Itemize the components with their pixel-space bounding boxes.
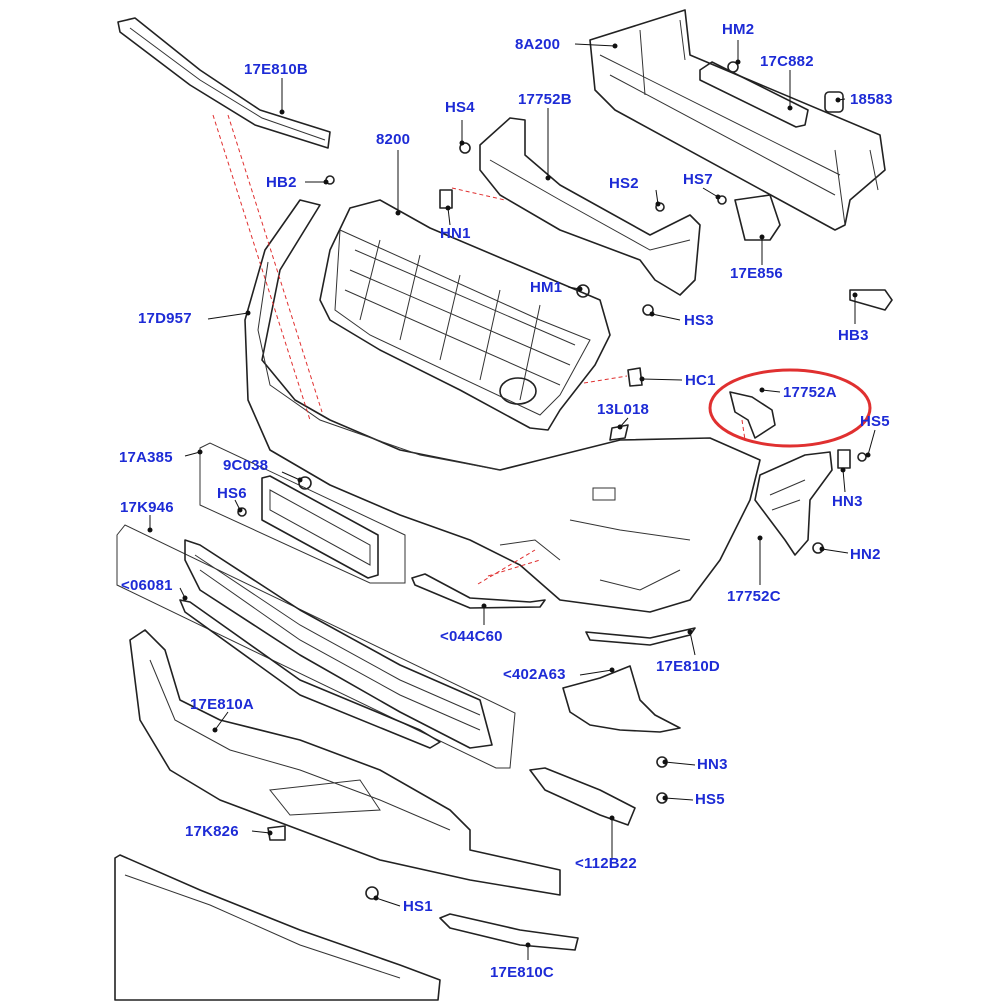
label-HS6[interactable]: HS6 [217, 485, 247, 502]
label-HM1[interactable]: HM1 [530, 279, 563, 296]
label-044C60[interactable]: <044C60 [440, 628, 503, 645]
fog-trim-044C60[interactable] [411, 573, 546, 609]
label-17D957[interactable]: 17D957 [138, 310, 192, 327]
side-panel-402A63[interactable] [562, 665, 681, 733]
label-HN2[interactable]: HN2 [850, 546, 881, 563]
bracket-17752B[interactable] [479, 117, 701, 296]
label-HB3[interactable]: HB3 [838, 327, 869, 344]
label-HN1[interactable]: HN1 [440, 225, 471, 242]
label-HS2[interactable]: HS2 [609, 175, 639, 192]
bumper-cover-17D957[interactable] [244, 199, 761, 613]
bracket-17752C[interactable] [754, 451, 833, 556]
leader-lines [147, 40, 876, 960]
label-17A385[interactable]: 17A385 [119, 449, 173, 466]
label-HS5-upper[interactable]: HS5 [860, 413, 890, 430]
alignment-lines [212, 114, 746, 585]
plate-bracket-17A385[interactable] [199, 442, 406, 584]
label-HM2[interactable]: HM2 [722, 21, 755, 38]
label-HS7[interactable]: HS7 [683, 171, 713, 188]
highlight-ellipse [708, 368, 872, 448]
label-17E810A[interactable]: 17E810A [190, 696, 254, 713]
trim-112B22[interactable] [529, 767, 636, 826]
label-17E856[interactable]: 17E856 [730, 265, 783, 282]
bracket-17752A[interactable] [708, 368, 872, 448]
label-HB2[interactable]: HB2 [266, 174, 297, 191]
grille-8200[interactable] [319, 199, 611, 431]
label-HN3-lower[interactable]: HN3 [697, 756, 728, 773]
bottom-skid-plate[interactable] [114, 854, 441, 1001]
label-17E810B[interactable]: 17E810B [244, 61, 308, 78]
label-17752A[interactable]: 17752A [783, 384, 837, 401]
trim-strip-17E810C[interactable] [439, 913, 579, 951]
undertray-17E810A[interactable] [129, 629, 561, 896]
label-HS1[interactable]: HS1 [403, 898, 433, 915]
label-17K946[interactable]: 17K946 [120, 499, 174, 516]
label-17752C[interactable]: 17752C [727, 588, 781, 605]
label-8A200[interactable]: 8A200 [515, 36, 561, 53]
label-HS3[interactable]: HS3 [684, 312, 714, 329]
label-HS5-lower[interactable]: HS5 [695, 791, 725, 808]
label-17E810D[interactable]: 17E810D [656, 658, 720, 675]
label-402A63[interactable]: <402A63 [503, 666, 566, 683]
label-8200[interactable]: 8200 [376, 131, 411, 148]
label-9C038[interactable]: 9C038 [223, 457, 269, 474]
fasteners [237, 61, 893, 900]
label-17K826[interactable]: 17K826 [185, 823, 239, 840]
label-17C882[interactable]: 17C882 [760, 53, 814, 70]
label-112B22[interactable]: <112B22 [575, 855, 637, 872]
label-HC1[interactable]: HC1 [685, 372, 716, 389]
label-HS4[interactable]: HS4 [445, 99, 475, 116]
label-06081[interactable]: <06081 [121, 577, 173, 594]
trim-strip-17E810D[interactable] [585, 627, 696, 646]
lower-grille-17K946[interactable] [116, 524, 516, 769]
label-HN3-upper[interactable]: HN3 [832, 493, 863, 510]
label-17752B[interactable]: 17752B [518, 91, 572, 108]
label-17E810C[interactable]: 17E810C [490, 964, 554, 981]
label-13L018[interactable]: 13L018 [597, 401, 650, 418]
trim-strip-17E810B[interactable] [117, 17, 331, 149]
label-18583[interactable]: 18583 [850, 91, 893, 108]
bumper-beam-8A200[interactable] [589, 9, 886, 231]
